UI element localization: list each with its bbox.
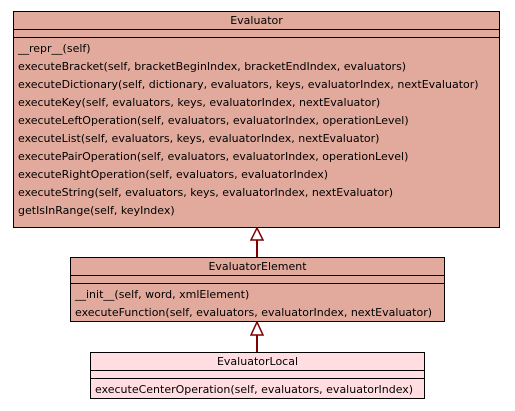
attributes-compartment (71, 276, 444, 284)
methods-compartment: __repr__(self) executeBracket(self, brac… (14, 38, 499, 220)
class-evaluator-local[interactable]: EvaluatorLocal executeCenterOperation(se… (90, 352, 425, 399)
method-repr: __repr__(self) (18, 42, 91, 55)
method-init: __init__(self, word, xmlElement) (75, 288, 250, 301)
generalization-arrowhead (249, 320, 265, 336)
method-execute-left-operation: executeLeftOperation(self, evaluators, e… (18, 114, 409, 127)
method-execute-list: executeList(self, evaluators, keys, eval… (18, 132, 380, 145)
method-execute-right-operation: executeRightOperation(self, evaluators, … (18, 168, 329, 181)
method-execute-pair-operation: executePairOperation(self, evaluators, e… (18, 150, 409, 163)
class-evaluator[interactable]: Evaluator __repr__(self) executeBracket(… (13, 11, 500, 228)
class-name-evaluator-element: EvaluatorElement (71, 258, 444, 276)
method-execute-bracket: executeBracket(self, bracketBeginIndex, … (18, 60, 407, 73)
method-execute-string: executeString(self, evaluators, keys, ev… (18, 186, 394, 199)
attributes-compartment (91, 371, 424, 379)
methods-compartment: executeCenterOperation(self, evaluators,… (91, 379, 424, 399)
method-execute-function: executeFunction(self, evaluators, evalua… (75, 306, 433, 319)
method-execute-dictionary: executeDictionary(self, dictionary, eval… (18, 78, 479, 91)
attributes-compartment (14, 30, 499, 38)
generalization-arrowhead (249, 226, 265, 241)
method-execute-center-operation: executeCenterOperation(self, evaluators,… (95, 383, 414, 396)
class-evaluator-element[interactable]: EvaluatorElement __init__(self, word, xm… (70, 257, 445, 322)
class-name-evaluator: Evaluator (14, 12, 499, 30)
method-get-is-in-range: getIsInRange(self, keyIndex) (18, 204, 175, 217)
method-execute-key: executeKey(self, evaluators, keys, evalu… (18, 96, 381, 109)
class-name-evaluator-local: EvaluatorLocal (91, 353, 424, 371)
methods-compartment: __init__(self, word, xmlElement) execute… (71, 284, 444, 322)
